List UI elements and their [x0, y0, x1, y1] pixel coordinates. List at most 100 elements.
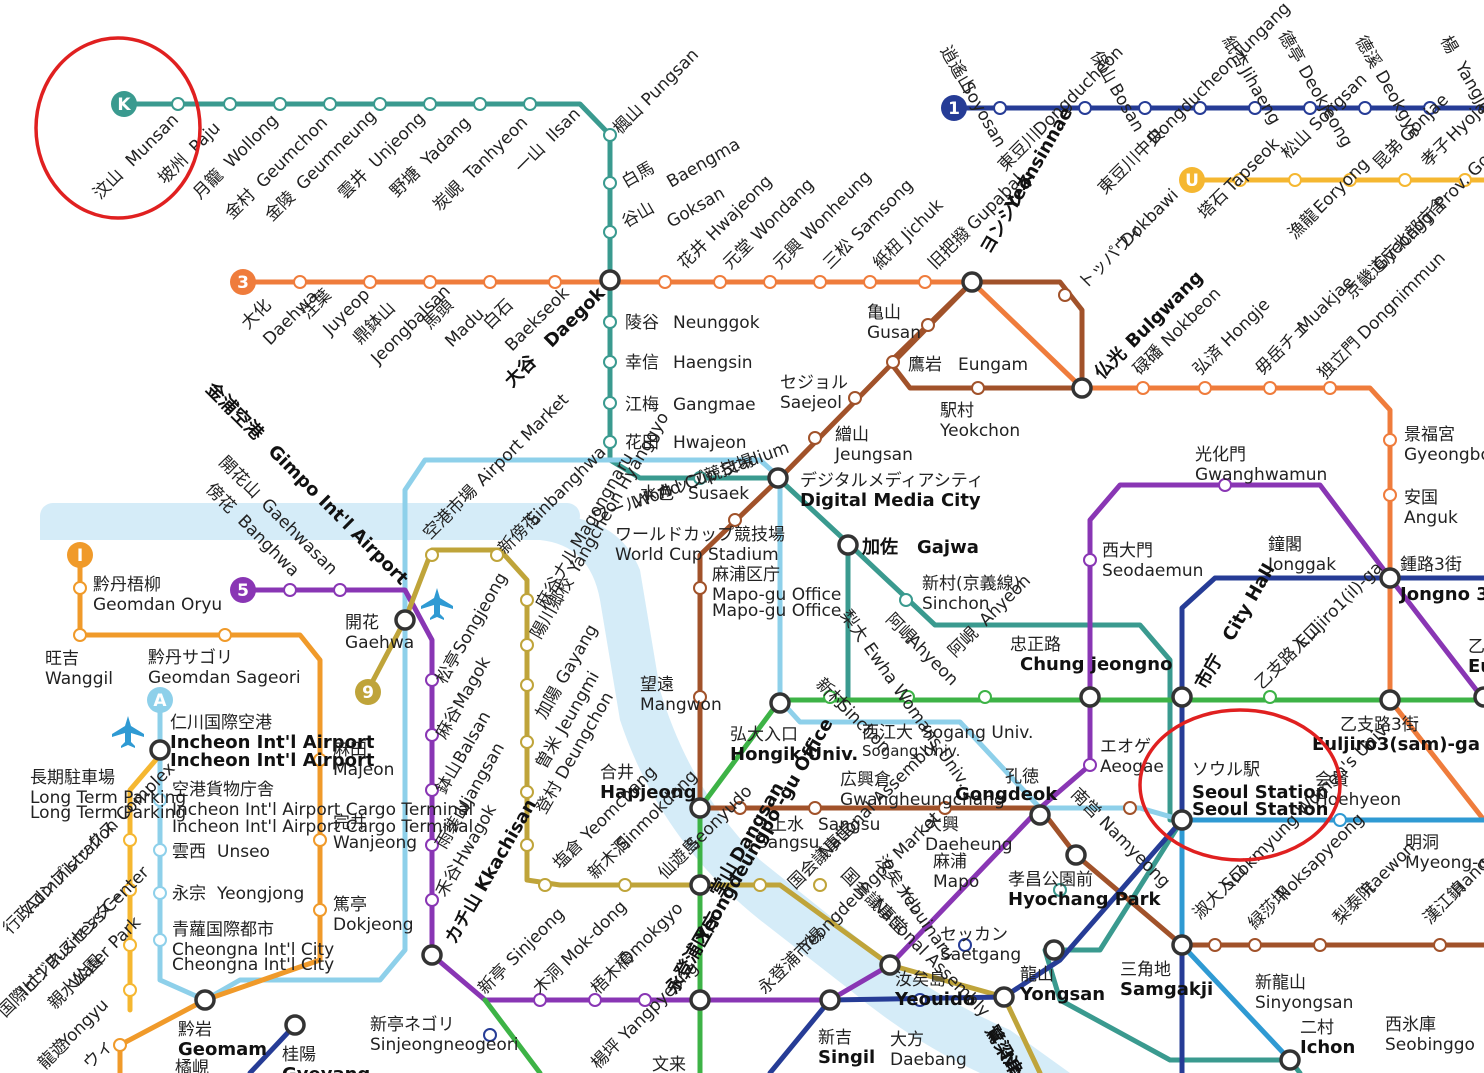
station-dot[interactable]: [808, 431, 822, 445]
station-dot[interactable]: [425, 783, 439, 797]
station-dot[interactable]: [520, 735, 534, 749]
transfer-singil[interactable]: [819, 989, 841, 1011]
station-dot[interactable]: [958, 938, 972, 952]
station-dot[interactable]: [520, 838, 534, 852]
transfer-seoul-station[interactable]: [1171, 809, 1193, 831]
station-dot[interactable]: [423, 97, 437, 111]
station-dot[interactable]: [533, 993, 547, 1007]
station-dot[interactable]: [520, 593, 534, 607]
station-dot[interactable]: [1433, 938, 1447, 952]
transfer-euljiro-e[interactable]: [1473, 686, 1484, 708]
station-dot[interactable]: [73, 581, 87, 595]
station-dot[interactable]: [658, 275, 672, 289]
station-dot[interactable]: [753, 878, 767, 892]
transfer-bulgwang[interactable]: [1071, 377, 1093, 399]
station-dot[interactable]: [1208, 938, 1222, 952]
transfer-incheon-airport[interactable]: [149, 739, 171, 761]
badge-line3[interactable]: [230, 269, 256, 295]
transfer-gajwa[interactable]: [837, 534, 859, 556]
station-dot[interactable]: [693, 690, 707, 704]
transfer-hapjeong[interactable]: [689, 797, 711, 819]
station-dot[interactable]: [473, 97, 487, 111]
station-dot[interactable]: [323, 97, 337, 111]
station-dot[interactable]: [1136, 381, 1150, 395]
station-dot[interactable]: [1333, 813, 1347, 827]
station-dot[interactable]: [913, 993, 927, 1007]
station-dot[interactable]: [1248, 938, 1262, 952]
station-dot[interactable]: [1138, 101, 1152, 115]
station-dot[interactable]: [1383, 488, 1397, 502]
transfer-yeonsinnae[interactable]: [961, 271, 983, 293]
station-dot[interactable]: [1053, 883, 1067, 897]
station-dot[interactable]: [728, 513, 742, 527]
badge-line1[interactable]: [941, 95, 967, 121]
station-dot[interactable]: [490, 548, 504, 562]
transfer-yeouido[interactable]: [879, 954, 901, 976]
station-dot[interactable]: [603, 128, 617, 142]
station-dot[interactable]: [618, 878, 632, 892]
station-dot[interactable]: [886, 355, 900, 369]
station-dot[interactable]: [123, 938, 137, 952]
station-dot[interactable]: [733, 801, 747, 815]
transfer-jongno3ga[interactable]: [1379, 567, 1401, 589]
station-dot[interactable]: [1343, 173, 1357, 187]
station-dot[interactable]: [848, 391, 862, 405]
station-dot[interactable]: [638, 993, 652, 1007]
station-dot[interactable]: [1058, 288, 1072, 302]
station-dot[interactable]: [823, 690, 837, 704]
station-dot[interactable]: [693, 471, 707, 485]
station-dot[interactable]: [921, 318, 935, 332]
station-dot[interactable]: [813, 878, 827, 892]
badge-airport[interactable]: [147, 687, 173, 713]
station-dot[interactable]: [423, 275, 437, 289]
transfer-yongsan-g[interactable]: [1043, 939, 1065, 961]
station-dot[interactable]: [523, 97, 537, 111]
station-dot[interactable]: [153, 843, 167, 857]
transfer-daegok[interactable]: [599, 269, 621, 291]
transfer-gimpo[interactable]: [394, 609, 416, 631]
station-dot[interactable]: [603, 176, 617, 190]
transfer-dmc[interactable]: [767, 467, 789, 489]
transfer-gongdeok[interactable]: [1029, 804, 1051, 826]
station-dot[interactable]: [971, 381, 985, 395]
station-dot[interactable]: [333, 583, 347, 597]
station-dot[interactable]: [425, 838, 439, 852]
station-dot[interactable]: [425, 893, 439, 907]
station-dot[interactable]: [978, 690, 992, 704]
station-dot[interactable]: [538, 878, 552, 892]
station-dot[interactable]: [901, 690, 915, 704]
station-dot[interactable]: [1248, 101, 1262, 115]
station-dot[interactable]: [1218, 478, 1232, 492]
station-dot[interactable]: [808, 801, 822, 815]
station-dot[interactable]: [713, 275, 727, 289]
station-dot[interactable]: [520, 678, 534, 692]
station-dot[interactable]: [171, 97, 185, 111]
station-dot[interactable]: [588, 993, 602, 1007]
transfer-dangsan[interactable]: [689, 874, 711, 896]
station-dot[interactable]: [373, 97, 387, 111]
station-dot[interactable]: [603, 355, 617, 369]
station-dot[interactable]: [483, 1028, 497, 1042]
station-dot[interactable]: [1423, 101, 1437, 115]
station-dot[interactable]: [113, 1038, 127, 1052]
station-dot[interactable]: [123, 983, 137, 997]
transfer-hongik[interactable]: [769, 692, 791, 714]
station-dot[interactable]: [313, 903, 327, 917]
station-dot[interactable]: [1078, 101, 1092, 115]
station-dot[interactable]: [425, 548, 439, 562]
station-dot[interactable]: [313, 753, 327, 767]
station-dot[interactable]: [483, 275, 497, 289]
station-dot[interactable]: [813, 275, 827, 289]
transfer-yeongdeungpo-gu[interactable]: [689, 989, 711, 1011]
badge-line9[interactable]: [355, 679, 381, 705]
station-dot[interactable]: [1083, 758, 1097, 772]
transfer-geomam[interactable]: [194, 989, 216, 1011]
station-dot[interactable]: [993, 101, 1007, 115]
station-dot[interactable]: [1193, 101, 1207, 115]
station-dot[interactable]: [283, 583, 297, 597]
station-dot[interactable]: [223, 97, 237, 111]
station-dot[interactable]: [763, 275, 777, 289]
transfer-yongsan[interactable]: [993, 986, 1015, 1008]
station-dot[interactable]: [123, 883, 137, 897]
station-dot[interactable]: [548, 275, 562, 289]
